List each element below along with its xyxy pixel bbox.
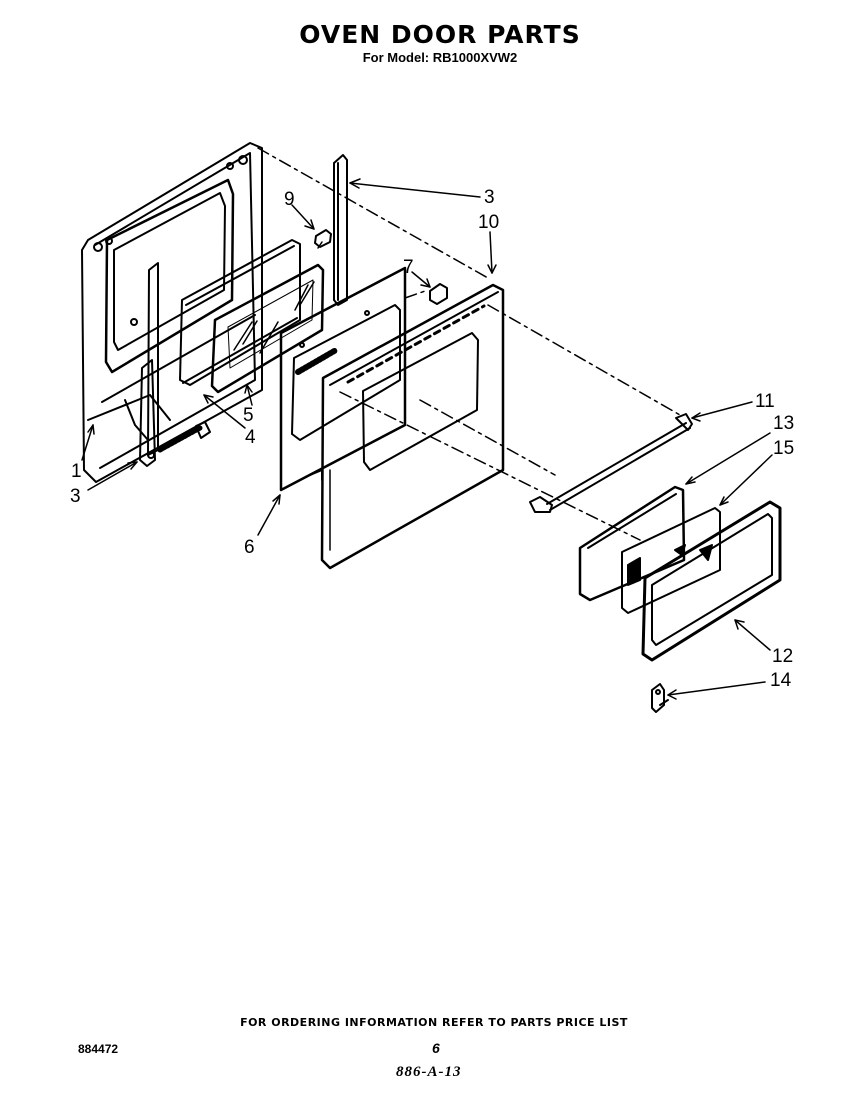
part-14-bracket [651,683,669,713]
part-12-trim-frame [641,500,782,662]
callout-11: 11 [755,391,775,412]
document-number: 884472 [78,1042,119,1056]
model-subtitle: For Model: RB1000XVW2 [362,50,518,65]
callout-4: 4 [245,427,256,448]
page-title: OVEN DOOR PARTS [299,20,581,49]
callout-leader-lines [81,178,773,700]
callout-1: 1 [71,461,82,482]
callout-3-right: 3 [484,187,495,208]
page-number: 6 [432,1040,440,1056]
part-3-right-hinge [333,154,348,306]
part-4-inner-glass-frame [179,239,301,386]
part-11-handle [529,413,693,513]
part-10-outer-door-panel [320,283,505,570]
assembly-dash-lines [257,147,681,541]
callout-13: 13 [773,413,795,434]
callout-6: 6 [244,537,255,558]
ordering-note: FOR ORDERING INFORMATION REFER TO PARTS … [240,1016,628,1029]
part-13-window-frame [578,485,686,602]
handwritten-code: 886-A-13 [396,1064,462,1080]
part-9-spacer [314,229,332,248]
callout-12: 12 [772,646,794,667]
callout-5: 5 [243,405,254,426]
part-3-left-hinge [124,262,211,467]
callout-9: 9 [284,189,295,210]
callout-14: 14 [770,670,792,691]
part-1-inner-door-panel [81,142,263,483]
callout-15: 15 [773,438,795,459]
part-5-door-glass [210,263,325,394]
callout-3-left: 3 [70,486,81,507]
callout-10: 10 [478,212,500,233]
callout-7: 7 [403,257,414,278]
part-7-clip [429,283,448,305]
